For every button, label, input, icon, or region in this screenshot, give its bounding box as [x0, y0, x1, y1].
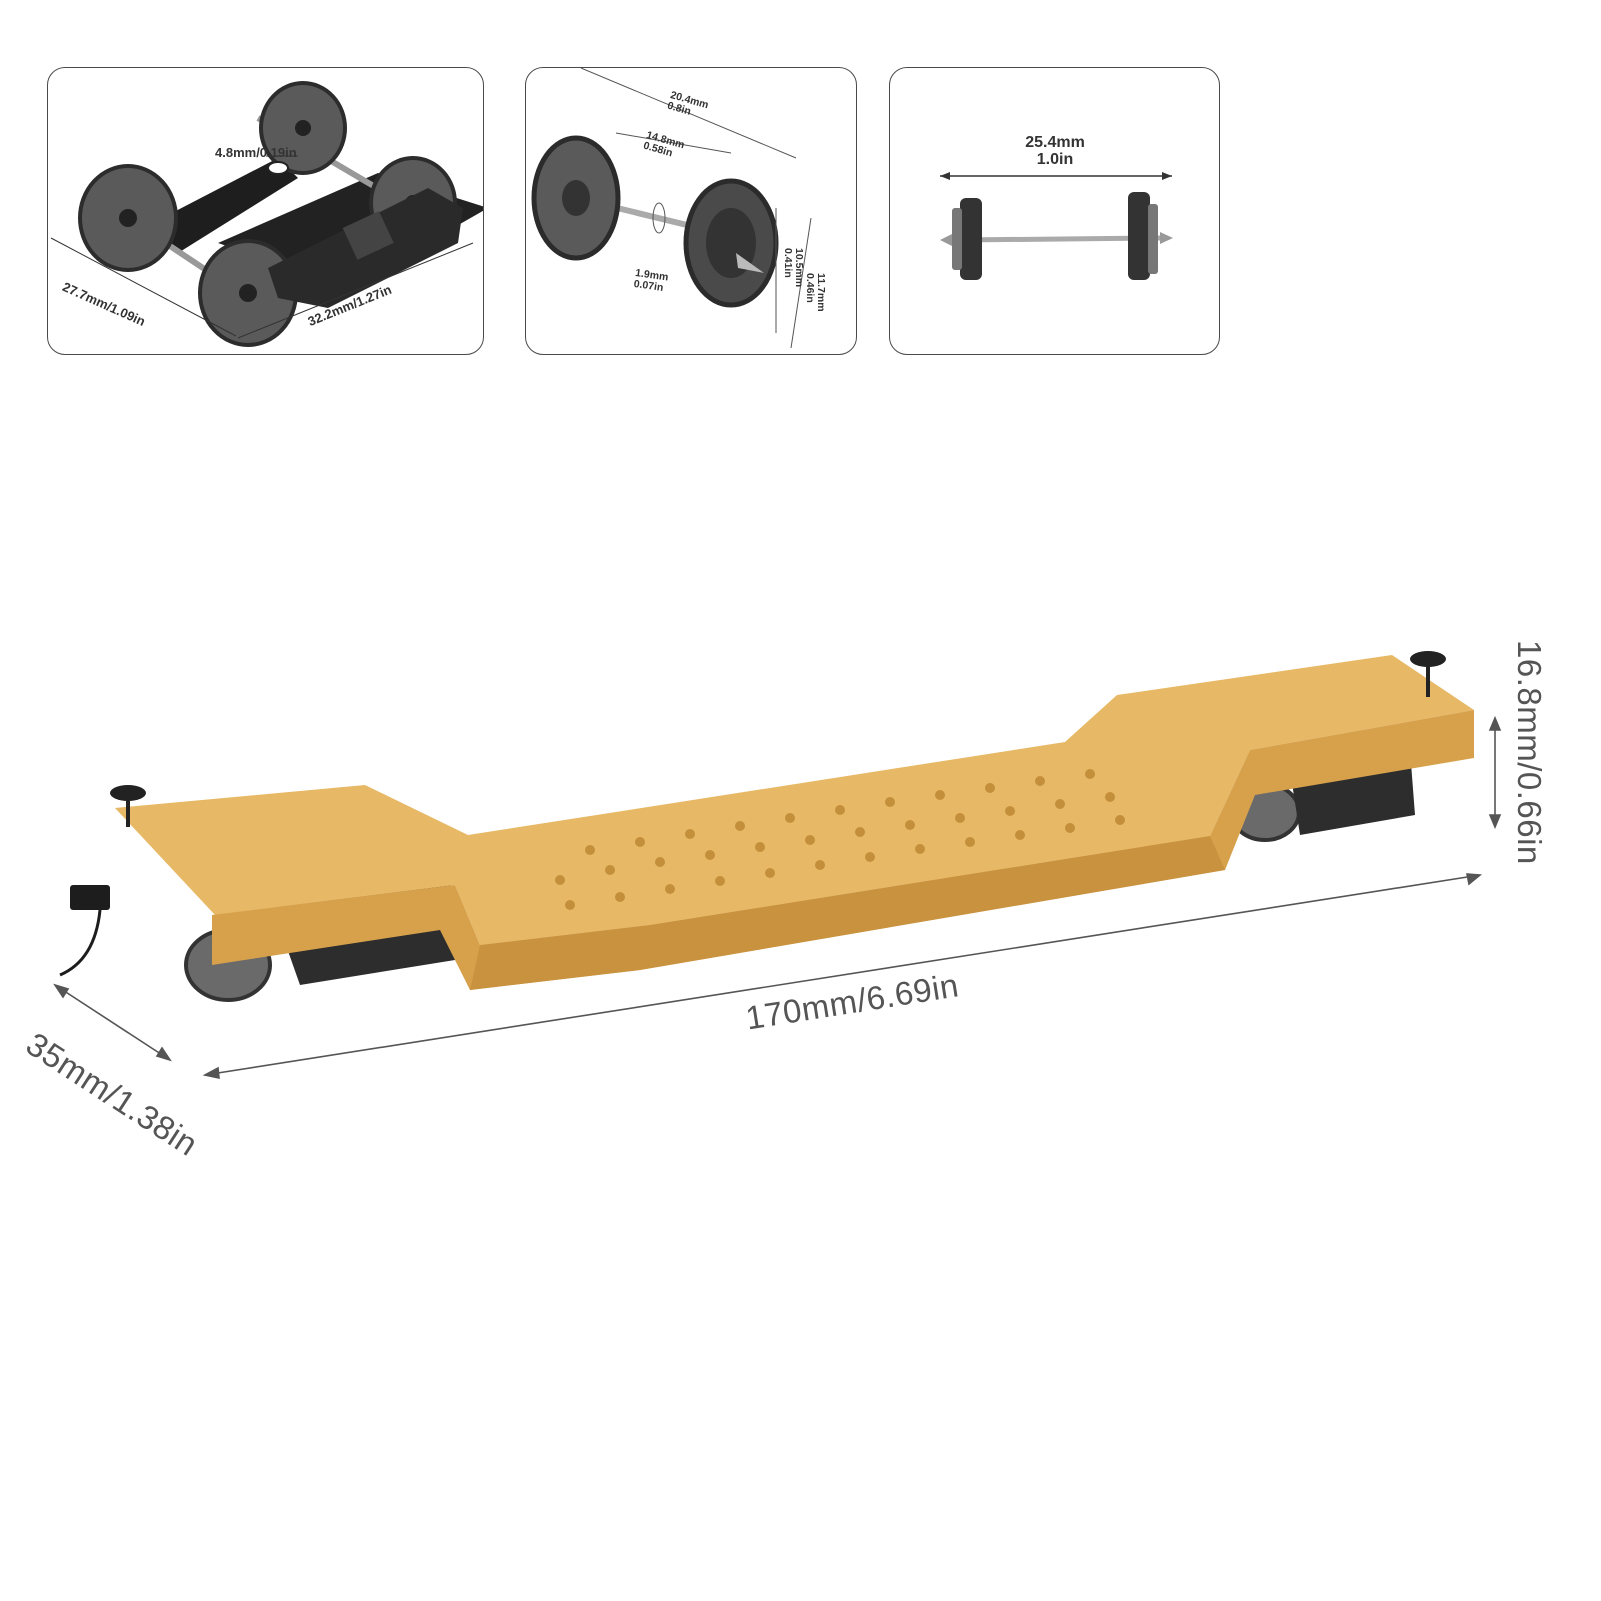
truck-bolster-hole-label: 4.8mm/0.19in — [215, 145, 297, 160]
coupler — [59, 885, 110, 977]
axle-illustration — [940, 172, 1173, 280]
truck-illustration — [50, 81, 483, 347]
car-height-label: 16.8mm/0.66in — [1511, 640, 1548, 865]
brake-wheel-left — [110, 785, 146, 827]
wheelset-illustration — [531, 68, 812, 349]
length-dimension-line — [204, 874, 1481, 1076]
truck-dimension-panel: 4.8mm/0.19in 27.7mm/1.09in 32.2mm/1.27in — [47, 67, 484, 355]
brake-wheel-right — [1410, 651, 1446, 697]
car-deck — [115, 655, 1474, 945]
deck-holes — [555, 769, 1125, 910]
width-dimension-line — [54, 984, 171, 1061]
